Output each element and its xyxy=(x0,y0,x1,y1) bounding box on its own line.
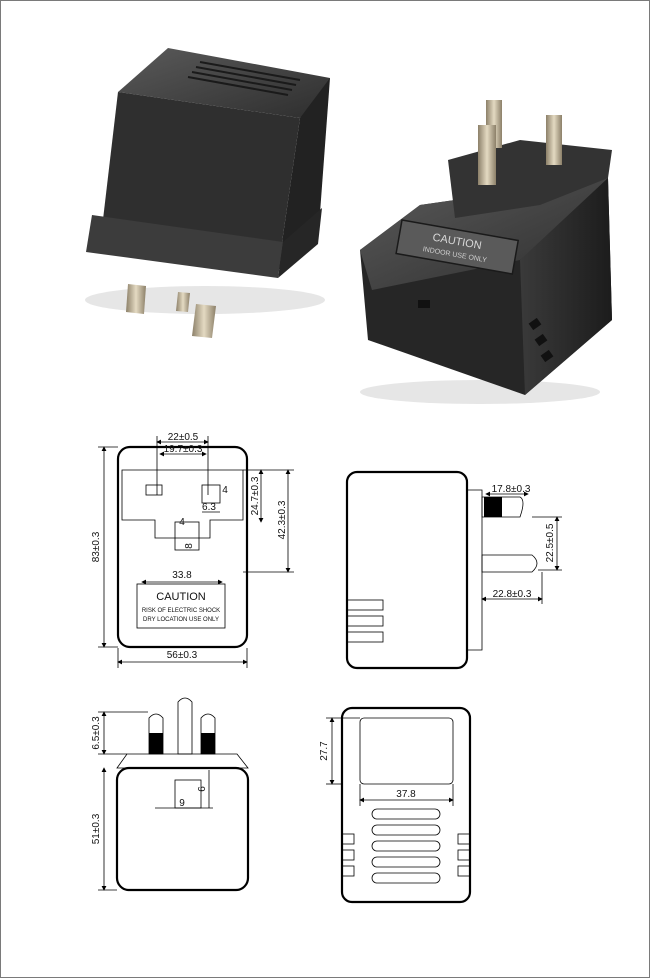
side-view-drawing: 17.8±0.3 22.5±0.5 22.8±0.3 xyxy=(345,470,562,670)
bottom-view-drawing: 9 6 6.5±0.3 51±0.3 xyxy=(91,697,250,892)
front-caution-line1: RISK OF ELECTRIC SHOCK xyxy=(142,608,220,614)
dim-bottom-9: 9 xyxy=(179,798,185,809)
front-view-drawing: CAUTION RISK OF ELECTRIC SHOCK DRY LOCAT… xyxy=(91,432,294,668)
dim-front-recess-full: 42.3±0.3 xyxy=(277,500,288,539)
dim-front-height: 83±0.3 xyxy=(91,531,102,562)
dim-front-pin-spacing-inner: 19.7±0.3 xyxy=(164,444,203,455)
pin-earth-icon xyxy=(176,292,190,312)
dim-bottom-body-height: 51±0.3 xyxy=(91,813,102,844)
pin-right-icon xyxy=(192,304,216,338)
dim-back-window-height: 27.7 xyxy=(319,741,330,761)
dim-bottom-6: 6 xyxy=(197,786,208,792)
dim-side-pin-top: 17.8±0.3 xyxy=(492,484,531,495)
dim-front-pin-spacing: 22±0.5 xyxy=(168,432,199,443)
dim-front-pin-w: 6.3 xyxy=(202,502,216,513)
front-caution-line2: DRY LOCATION USE ONLY xyxy=(143,617,219,623)
back-view-drawing: 37.8 27.7 xyxy=(319,706,472,904)
photo-adapter-left xyxy=(85,48,330,338)
pin-left-icon xyxy=(126,284,146,314)
dim-front-pin-gap: 4 xyxy=(222,485,228,496)
dim-front-pin-len: 8 xyxy=(184,543,195,549)
dim-front-width: 56±0.3 xyxy=(167,650,198,661)
photo-adapter-right: CAUTION INDOOR USE ONLY xyxy=(360,100,612,404)
dim-side-pin-spacing: 22.5±0.5 xyxy=(545,523,556,562)
dim-front-base-width: 33.8 xyxy=(172,570,192,581)
dim-front-recess: 24.7±0.3 xyxy=(250,476,261,515)
dim-side-pin-length: 22.8±0.3 xyxy=(493,589,532,600)
dim-bottom-pin-height: 6.5±0.3 xyxy=(91,716,102,750)
front-caution-title: CAUTION xyxy=(156,591,206,603)
dim-front-pin-small: 4 xyxy=(179,517,185,528)
dim-back-window-width: 37.8 xyxy=(396,789,416,800)
